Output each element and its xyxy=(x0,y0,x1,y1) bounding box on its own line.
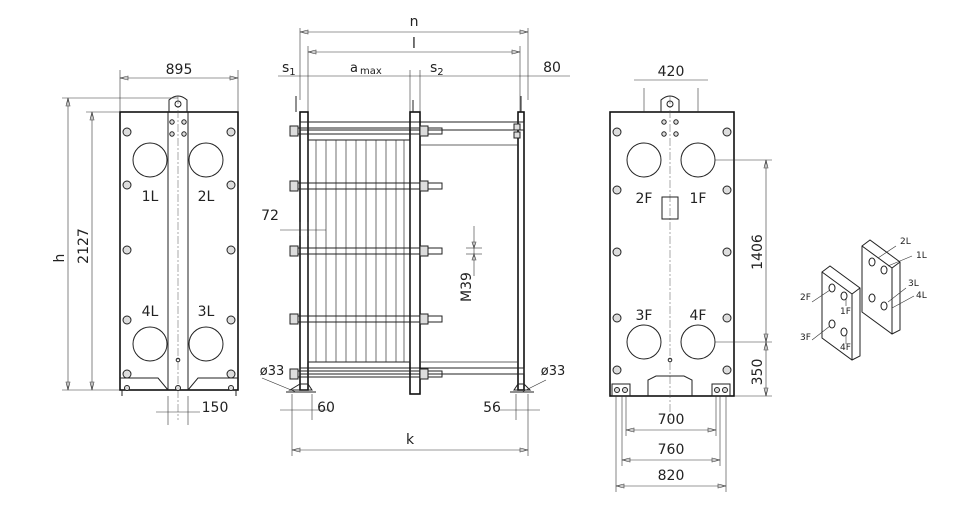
port-label-1F: 1F xyxy=(690,191,707,207)
port-label-4L: 4L xyxy=(142,304,159,320)
port-label-2L: 2L xyxy=(198,189,215,205)
port-2F xyxy=(626,142,662,178)
top-carrying-bar xyxy=(299,121,525,131)
dim-1406: 1406 xyxy=(750,234,766,270)
port-3L xyxy=(188,326,224,362)
name-plate xyxy=(661,196,679,220)
port-1L xyxy=(132,142,168,178)
iso-label-4F: 4F xyxy=(840,343,851,353)
dim-n: n xyxy=(410,14,419,30)
dim-m39: M39 xyxy=(459,272,475,302)
dim-l: l xyxy=(412,36,416,52)
right-foot xyxy=(513,383,532,391)
front-view: 1L 2L 4L 3L 895 h 2127 150 xyxy=(52,62,239,425)
dim-420: 420 xyxy=(658,64,685,80)
tightening-bolts xyxy=(289,123,521,380)
port-label-2F: 2F xyxy=(636,191,653,207)
fixed-plate xyxy=(299,111,309,391)
dim-2127: 2127 xyxy=(76,228,92,264)
iso-label-3F: 3F xyxy=(800,333,811,343)
dim-895: 895 xyxy=(166,62,193,78)
dim-80: 80 xyxy=(543,60,561,76)
dim-820: 820 xyxy=(658,468,685,484)
plate-pack xyxy=(307,139,411,363)
dim-k: k xyxy=(406,432,415,448)
left-foot xyxy=(288,383,313,391)
front-plate-outline xyxy=(119,111,239,391)
support-column xyxy=(517,111,525,391)
plate-pack-lines xyxy=(315,140,405,362)
port-2L xyxy=(188,142,224,178)
lifting-lug xyxy=(168,95,188,112)
dim-56: 56 xyxy=(483,400,501,416)
pressure-plate xyxy=(409,111,421,395)
isometric-view: 2L 1L 3L 4L 2F 1F 3F 4F xyxy=(800,237,927,361)
port-label-3F: 3F xyxy=(636,308,653,324)
port-label-4F: 4F xyxy=(690,308,707,324)
dim-d33-left: ø33 xyxy=(260,364,285,379)
iso-label-4L: 4L xyxy=(916,291,927,301)
iso-label-1L: 1L xyxy=(916,251,927,261)
dim-d33-right: ø33 xyxy=(541,364,566,379)
dim-60: 60 xyxy=(317,400,335,416)
dim-72: 72 xyxy=(261,208,279,224)
iso-back-plate xyxy=(861,239,901,335)
dim-150: 150 xyxy=(202,400,229,416)
dim-h: h xyxy=(52,254,68,263)
iso-label-3L: 3L xyxy=(908,279,919,289)
back-bolts xyxy=(612,127,732,375)
dim-s2: s2 xyxy=(430,60,444,78)
iso-label-1F: 1F xyxy=(840,307,851,317)
dim-700: 700 xyxy=(658,412,685,428)
dim-350: 350 xyxy=(750,359,766,386)
iso-label-2F: 2F xyxy=(800,293,811,303)
port-label-3L: 3L xyxy=(198,304,215,320)
dim-760: 760 xyxy=(658,442,685,458)
port-3F xyxy=(626,324,662,360)
back-view: 2F 1F 3F 4F 420 1406 350 xyxy=(609,64,772,492)
dim-s1: s1 xyxy=(282,60,296,78)
port-4L xyxy=(132,326,168,362)
iso-label-2L: 2L xyxy=(900,237,911,247)
back-plate-outline xyxy=(609,111,735,397)
port-1F xyxy=(680,142,716,178)
port-4F xyxy=(680,324,716,360)
port-label-1L: 1L xyxy=(142,189,159,205)
iso-front-plate xyxy=(821,265,861,361)
front-bolts xyxy=(122,127,236,379)
